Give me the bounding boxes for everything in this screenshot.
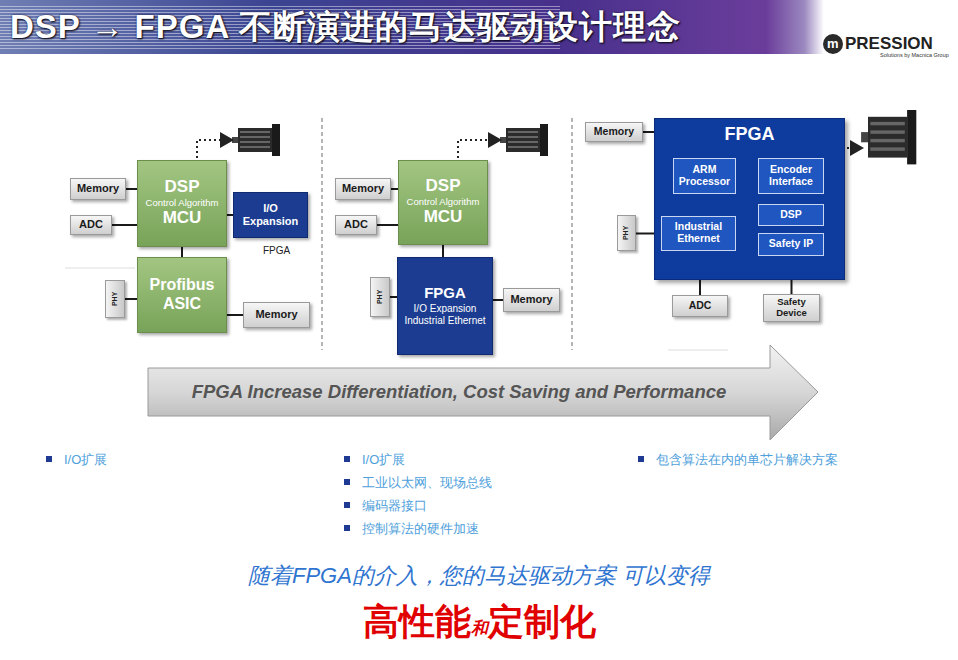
bullet-square bbox=[344, 525, 350, 531]
phy-chip: PHY bbox=[105, 280, 125, 318]
node-text: ADC bbox=[79, 218, 103, 230]
node-text: PHY bbox=[623, 225, 631, 239]
fpga-box: FPGAI/O ExpansionIndustrial Ethernet bbox=[397, 257, 493, 355]
chip-name: FPGA bbox=[263, 245, 290, 256]
node-text: ADC bbox=[344, 218, 368, 230]
slogan-word: 定制化 bbox=[488, 598, 596, 647]
node-text: Safety Device bbox=[767, 297, 816, 318]
connector-line bbox=[227, 314, 243, 316]
fpga-box: FPGA ARM Processor Encoder InterfaceIndust… bbox=[654, 118, 845, 280]
node-text: FPGA bbox=[424, 285, 466, 302]
node-text: Industrial Ethernet bbox=[665, 221, 732, 244]
connector-line bbox=[390, 296, 397, 298]
page-title: DSP → FPGA 不断演进的马达驱动设计理念 bbox=[10, 5, 681, 50]
node-text: Memory bbox=[77, 182, 119, 194]
bullet-square bbox=[46, 456, 52, 462]
node-text: Memory bbox=[255, 308, 297, 320]
node-text: PHY bbox=[376, 289, 384, 303]
node-text: Industrial Ethernet bbox=[404, 315, 485, 326]
bullet-text: 控制算法的硬件加速 bbox=[362, 520, 479, 538]
slogan-row: 高性能和定制化 bbox=[0, 598, 958, 647]
bullet-text: 编码器接口 bbox=[362, 497, 427, 515]
memory-box: Memory bbox=[243, 302, 310, 328]
bullet-text: I/O扩展 bbox=[64, 451, 107, 469]
node-text: MCU bbox=[163, 209, 202, 228]
adc-box: ADC bbox=[70, 215, 112, 235]
slogan-word: 高性能 bbox=[363, 598, 471, 647]
node-text: PHY bbox=[111, 291, 119, 305]
node-text: Profibus bbox=[150, 276, 215, 294]
dsp-mcu-box: DSPControl AlgorithmMCU bbox=[398, 160, 488, 245]
tagline: 随着FPGA的介入，您的马达驱动方案 可以变得 bbox=[0, 561, 958, 591]
logo-text: PRESSION bbox=[845, 34, 933, 54]
node-text: DSP bbox=[165, 178, 200, 197]
memory-box: Memory bbox=[585, 122, 643, 142]
node-text: FPGA bbox=[724, 125, 774, 145]
connector-line bbox=[643, 131, 654, 133]
ethernet-block: Industrial Ethernet bbox=[661, 216, 736, 251]
arrow-caption: FPGA Increase Differentiation, Cost Savi… bbox=[148, 381, 770, 403]
bullet-text: 工业以太网、现场总线 bbox=[362, 474, 492, 492]
node-text: Safety IP bbox=[769, 238, 813, 250]
encoder-block: Encoder Interface bbox=[758, 158, 824, 194]
connector-line bbox=[442, 245, 444, 257]
logo-mark: m bbox=[827, 36, 839, 51]
bullet-square bbox=[344, 456, 350, 462]
node-text: I/O Expansion bbox=[414, 303, 477, 314]
node-text: Encoder Interface bbox=[762, 164, 820, 187]
safety-device-box: Safety Device bbox=[763, 294, 820, 322]
node-text: Control Algorithm bbox=[146, 198, 219, 208]
memory-box: Memory bbox=[503, 288, 560, 312]
node-text: I/O Expansion bbox=[237, 202, 304, 226]
processor-block: ARM Processor bbox=[673, 158, 736, 194]
node-text: Memory bbox=[342, 182, 384, 194]
node-text: Memory bbox=[510, 293, 552, 305]
bullet-text: I/O扩展 bbox=[362, 451, 405, 469]
node-text: ARM Processor bbox=[677, 164, 732, 187]
bullet-square bbox=[344, 502, 350, 508]
asic-box: ProfibusASIC bbox=[137, 257, 227, 333]
bullet-square bbox=[344, 479, 350, 485]
connector-line bbox=[126, 188, 137, 190]
connector-line bbox=[493, 299, 503, 301]
node-text: Control Algorithm bbox=[407, 197, 480, 207]
adc-box: ADC bbox=[672, 295, 728, 317]
node-text: MCU bbox=[424, 208, 463, 227]
connector-line bbox=[699, 280, 701, 295]
bullet-text: 包含算法在内的单芯片解决方案 bbox=[656, 451, 838, 469]
node-text: ADC bbox=[689, 300, 712, 312]
adc-box: ADC bbox=[335, 215, 377, 235]
connector-line bbox=[391, 188, 398, 190]
connector-line bbox=[112, 224, 137, 226]
safety-block: Safety IP bbox=[758, 233, 824, 256]
connector-line bbox=[377, 224, 398, 226]
node-text: DSP bbox=[426, 177, 461, 196]
phy-chip: PHY bbox=[370, 277, 390, 317]
bullet-square bbox=[638, 456, 644, 462]
dsp-mcu-box: DSPControl AlgorithmMCU bbox=[137, 160, 227, 247]
fpga-io-box: I/O Expansion bbox=[233, 192, 308, 238]
memory-box: Memory bbox=[70, 178, 126, 200]
memory-box: Memory bbox=[335, 178, 391, 200]
connector-line bbox=[181, 247, 183, 257]
phy-chip: PHY bbox=[617, 215, 636, 251]
logo-subtext: Solutions by Macnica Group bbox=[880, 52, 949, 58]
connector-line bbox=[125, 298, 137, 300]
dsp-block: DSP bbox=[758, 204, 824, 226]
node-text: ASIC bbox=[163, 295, 201, 313]
node-text: DSP bbox=[780, 209, 802, 221]
connector-line bbox=[791, 280, 793, 294]
node-text: Memory bbox=[594, 126, 634, 138]
slogan-word: 和 bbox=[471, 617, 488, 640]
